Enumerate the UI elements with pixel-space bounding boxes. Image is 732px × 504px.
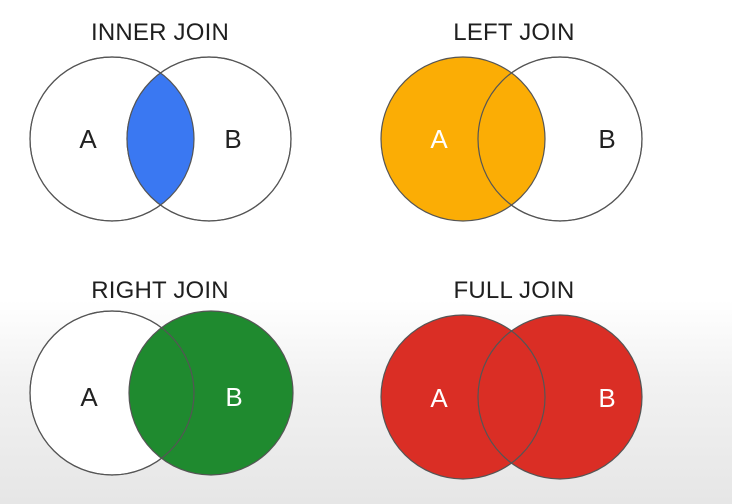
left-join-title: LEFT JOIN [453, 19, 574, 46]
full-join-panel: FULL JOIN A B [380, 277, 643, 480]
inner-intersection [127, 57, 194, 221]
full-join-title: FULL JOIN [454, 277, 575, 304]
inner-join-title: INNER JOIN [91, 19, 229, 46]
left-join-panel: LEFT JOIN A B [380, 19, 643, 222]
full-label-a: A [430, 383, 448, 413]
inner-circle-b-outline [126, 56, 292, 222]
right-circle-a-outline [29, 310, 195, 476]
left-circle-b-outline [477, 56, 643, 222]
left-label-b: B [598, 124, 615, 154]
full-circle-b-outline [477, 314, 643, 480]
left-label-a: A [430, 124, 448, 154]
right-label-b: B [225, 382, 242, 412]
inner-label-a: A [79, 124, 97, 154]
right-join-title: RIGHT JOIN [91, 277, 229, 304]
full-label-b: B [598, 383, 615, 413]
right-join-panel: RIGHT JOIN A B [29, 277, 294, 476]
full-circle-a-outline [380, 314, 546, 480]
inner-join-panel: INNER JOIN A B [29, 19, 292, 222]
right-circle-b-outline [128, 310, 294, 476]
inner-circle-a-outline [29, 56, 195, 222]
right-circle-b [129, 311, 293, 475]
full-circle-b [478, 315, 642, 479]
inner-label-b: B [224, 124, 241, 154]
left-circle-a [381, 57, 545, 221]
left-circle-a-outline [380, 56, 546, 222]
right-label-a: A [80, 382, 98, 412]
